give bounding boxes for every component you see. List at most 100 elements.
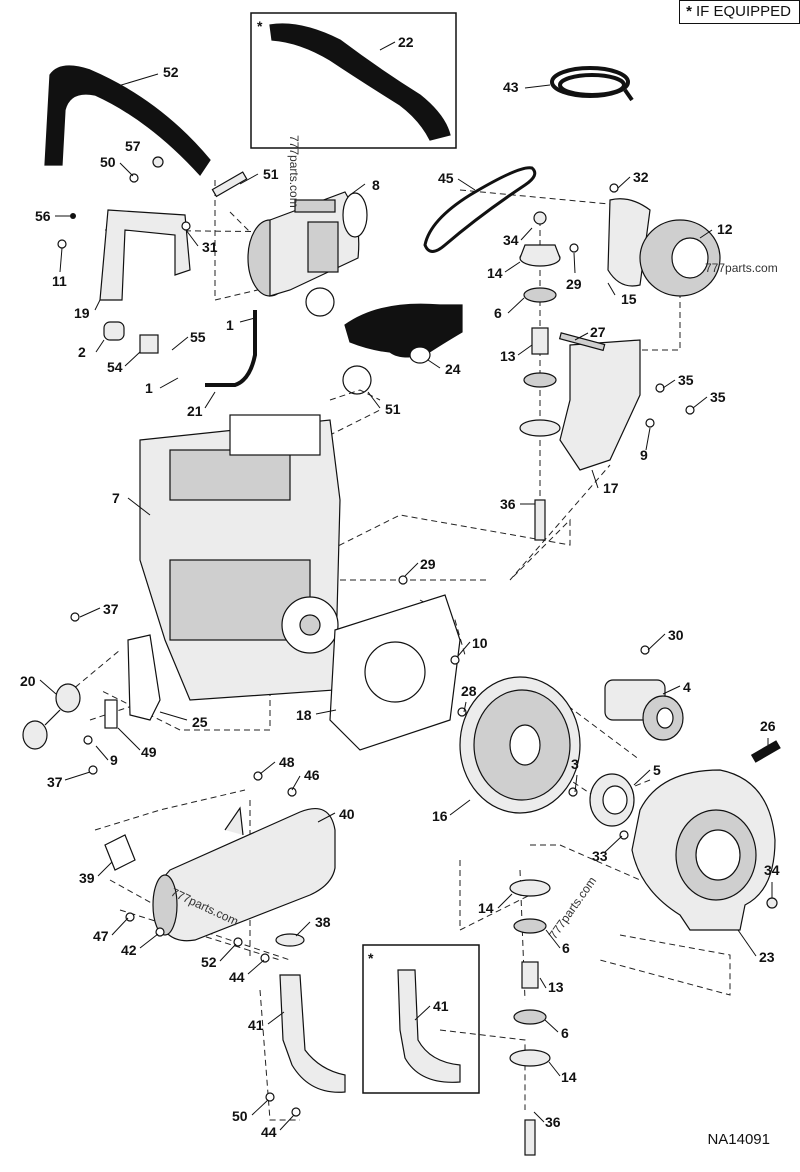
callout-leader: [267, 1011, 285, 1025]
callout-leader: [159, 377, 179, 389]
hose-clamp-upper: [305, 287, 335, 317]
callout-label: 35: [710, 389, 726, 405]
callout-label: 7: [112, 490, 120, 506]
callout-leader: [504, 261, 521, 273]
callout-label: 5: [653, 762, 661, 778]
vacuum-line: [205, 310, 257, 387]
callout-label: 24: [445, 361, 461, 377]
callout-leader: [737, 929, 757, 957]
callout-label: 28: [461, 683, 477, 699]
callout-leader: [127, 497, 151, 516]
callout-label: 12: [717, 221, 733, 237]
callout-label: 45: [438, 170, 454, 186]
callout-leader: [404, 562, 419, 577]
callout-label: 40: [339, 806, 355, 822]
callout-label: 17: [603, 480, 619, 496]
callout-leader: [251, 1099, 269, 1116]
callout-leader: [171, 336, 189, 351]
inset-asterisk-lower: *: [368, 950, 374, 966]
callout-leader: [79, 607, 101, 618]
callout-label: 19: [74, 305, 90, 321]
inset-frame-upper-hose: [250, 12, 457, 149]
callout-leader: [315, 709, 337, 715]
callout-leader: [97, 861, 113, 877]
callout-leader: [617, 176, 631, 189]
callout-leader: [317, 812, 336, 823]
callout-leader: [64, 771, 91, 781]
callout-leader: [463, 701, 467, 713]
callout-label: 9: [640, 447, 648, 463]
tailpipe: [279, 974, 346, 1093]
callout-leader: [604, 835, 623, 853]
callout-label: 14: [487, 265, 503, 281]
callout-leader: [59, 247, 63, 273]
bell-housing: [631, 769, 776, 931]
if-equipped-legend: *IF EQUIPPED: [679, 0, 800, 24]
callout-leader: [520, 227, 533, 241]
callout-leader: [544, 1019, 559, 1033]
callout-label: 43: [503, 79, 519, 95]
callout-leader: [591, 469, 599, 489]
adapter-plate-hole: [364, 641, 426, 703]
callout-label: 18: [296, 707, 312, 723]
callout-label: 48: [279, 754, 295, 770]
callout-label: 26: [760, 718, 776, 734]
mount-bracket: [99, 209, 191, 301]
lower-left-mount: [22, 634, 161, 750]
callout-label: 2: [78, 344, 86, 360]
callout-leader: [185, 229, 199, 247]
callout-label: 32: [633, 169, 649, 185]
callout-leader: [647, 633, 666, 651]
callout-label: 37: [103, 601, 119, 617]
callout-label: 29: [420, 556, 436, 572]
hose-clamp-lower: [342, 365, 372, 395]
callout-label: 6: [562, 940, 570, 956]
callout-label: 41: [433, 998, 449, 1014]
callout-label: 31: [202, 239, 218, 255]
bypass-hose: [269, 23, 451, 141]
callout-leader: [111, 917, 129, 936]
callout-leader: [239, 317, 256, 323]
callout-leader: [349, 183, 366, 196]
drawing-number: NA14091: [707, 1131, 770, 1148]
bolt-27: [558, 332, 606, 352]
callout-label: 14: [561, 1069, 577, 1085]
callout-leader: [645, 427, 651, 451]
watermark-4: 777parts.com: [546, 874, 599, 942]
callout-label: 25: [192, 714, 208, 730]
engine-block: [139, 414, 341, 701]
small-fasteners: [57, 156, 778, 1117]
callout-label: 30: [668, 627, 684, 643]
callout-label: 56: [35, 208, 51, 224]
callout-leader: [427, 359, 441, 369]
callout-label: 36: [500, 496, 516, 512]
tailpipe-inset: [397, 969, 461, 1083]
callout-label: 22: [398, 34, 414, 50]
callout-label: 14: [478, 900, 494, 916]
callout-label: 35: [678, 372, 694, 388]
callout-leader: [295, 921, 311, 937]
callout-leader: [247, 959, 265, 975]
muffler: [152, 806, 336, 942]
callout-leader: [533, 1111, 545, 1123]
upper-radiator-hose: [44, 65, 211, 176]
callout-label: 29: [566, 276, 582, 292]
callout-label: 51: [385, 401, 401, 417]
callout-label: 16: [432, 808, 448, 824]
callout-leader: [457, 641, 471, 657]
callout-label: 21: [187, 403, 203, 419]
callout-leader: [124, 351, 141, 367]
callout-leader: [279, 1114, 295, 1131]
callout-leader: [117, 727, 141, 751]
callout-leader: [239, 173, 259, 185]
callout-leader: [662, 685, 681, 695]
callout-leader: [524, 84, 551, 89]
callout-label: 50: [100, 154, 116, 170]
engine-mount-bracket: [559, 339, 641, 471]
callout-leader: [574, 774, 578, 793]
callout-leader: [414, 1005, 431, 1021]
callout-label: 57: [125, 138, 141, 154]
callout-label: 8: [372, 177, 380, 193]
callout-label: 52: [201, 954, 217, 970]
callout-label: 6: [561, 1025, 569, 1041]
